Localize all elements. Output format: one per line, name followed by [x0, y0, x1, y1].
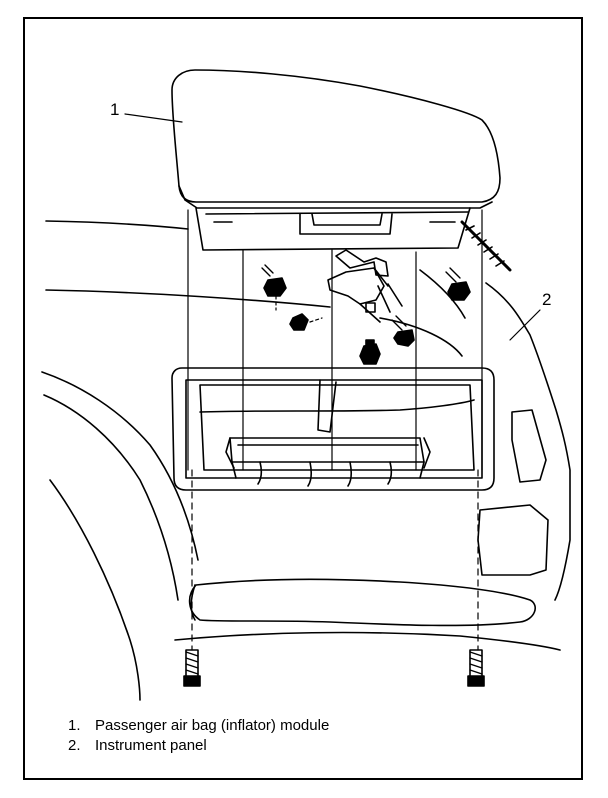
legend-number: 2.: [68, 737, 81, 754]
callout-2: 2: [542, 290, 552, 309]
bolt-lower-left: [183, 649, 201, 687]
bolt-upper-left: [261, 264, 287, 297]
bolt-center-right: [391, 315, 415, 347]
bolt-center-left: [289, 313, 323, 331]
callout-1: 1: [110, 100, 120, 119]
legend-number: 1.: [68, 717, 81, 734]
legend-item: 2. Instrument panel: [68, 736, 329, 756]
legend: 1. Passenger air bag (inflator) module 2…: [68, 716, 329, 756]
leader-lines: [124, 113, 541, 341]
air-bag-module: [171, 69, 512, 272]
diagram-frame: [23, 17, 583, 780]
fastener-bolts: [183, 264, 485, 687]
instrument-panel: [41, 220, 571, 701]
alignment-lines: [187, 209, 483, 651]
legend-text: Instrument panel: [95, 737, 207, 754]
legend-item: 1. Passenger air bag (inflator) module: [68, 716, 329, 736]
nut-center: [359, 339, 381, 365]
legend-text: Passenger air bag (inflator) module: [95, 717, 330, 734]
bolt-lower-right: [467, 649, 485, 687]
mounting-bracket: [327, 249, 403, 323]
bolt-upper-right: [445, 267, 471, 301]
